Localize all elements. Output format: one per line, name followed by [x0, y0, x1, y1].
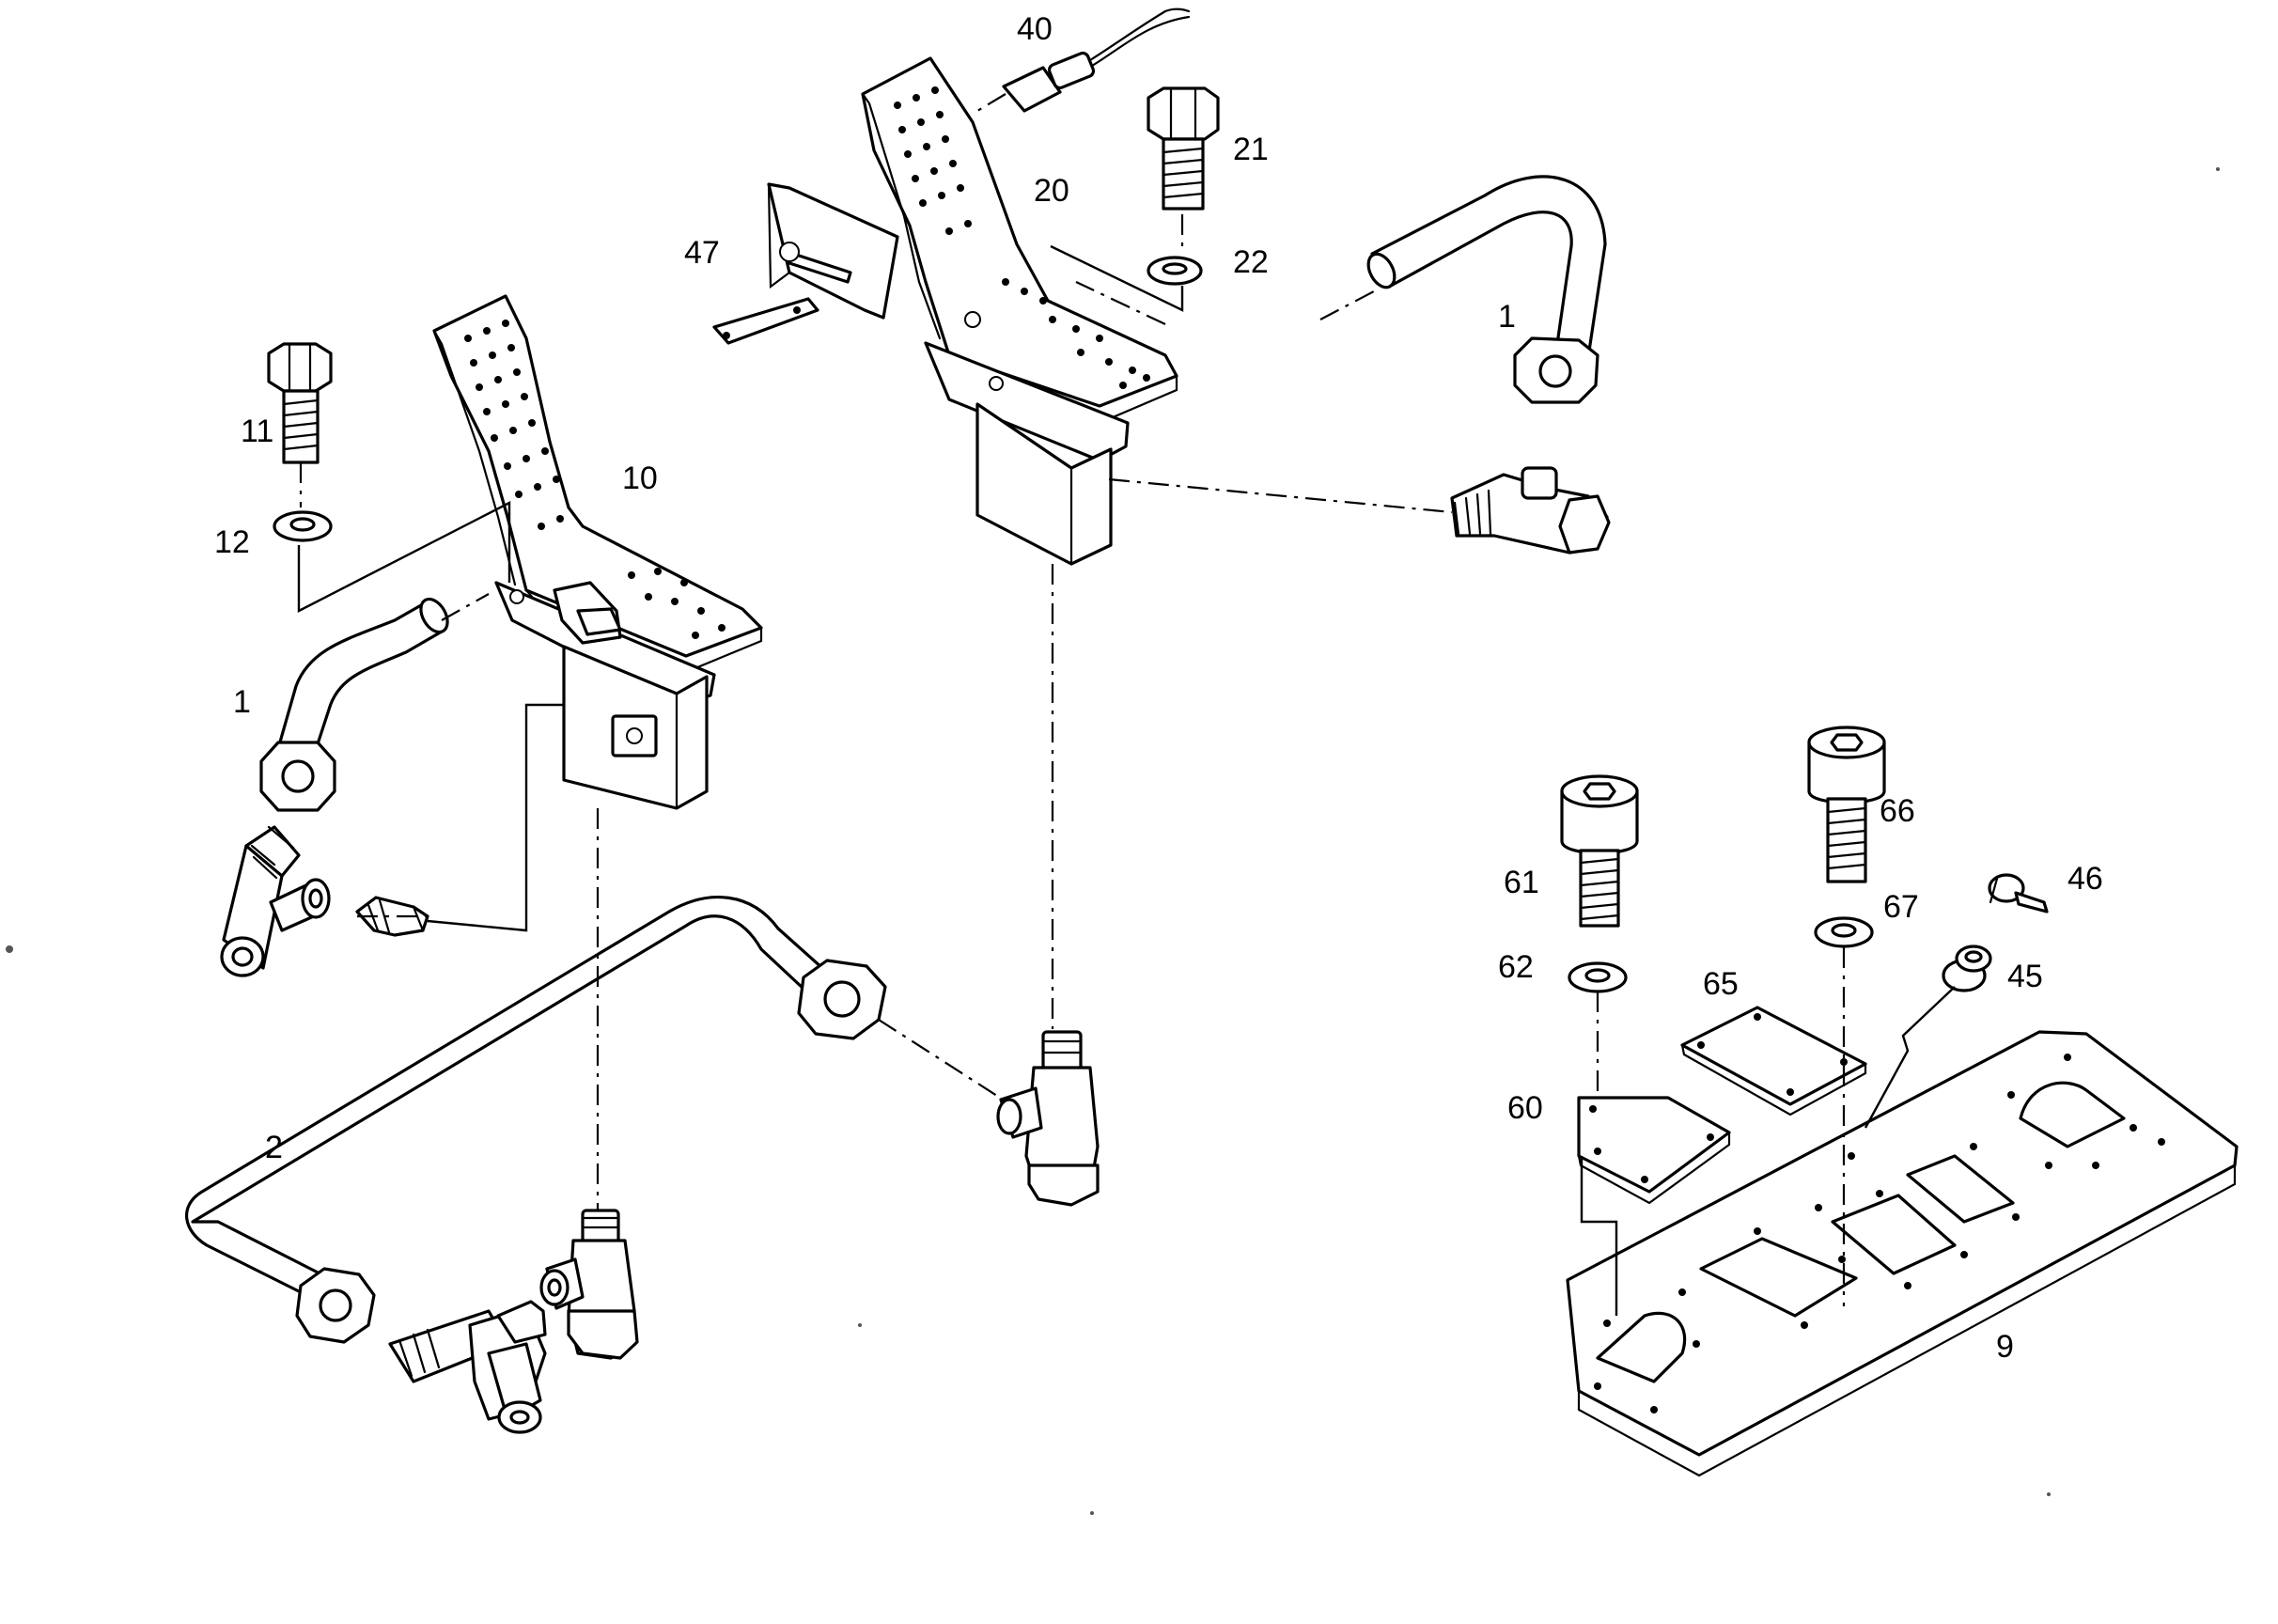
callout-10: 10 — [622, 461, 658, 496]
callout-46: 46 — [2067, 861, 2103, 897]
tee-fitting-lower-mid — [539, 1209, 639, 1360]
callout-12: 12 — [214, 524, 250, 560]
tee-fitting-left — [220, 825, 331, 977]
callout-66: 66 — [1880, 793, 1915, 829]
callout-9: 9 — [1996, 1329, 2014, 1365]
scan-specks — [6, 167, 2220, 1515]
callout-22: 22 — [1233, 244, 1269, 280]
washer-67 — [1814, 916, 1874, 948]
hose-1-upper — [1366, 175, 1607, 404]
pedal-20 — [861, 56, 1178, 566]
callout-21: 21 — [1233, 132, 1269, 167]
base-plate-9 — [1566, 1030, 2239, 1477]
clip-46 — [1988, 873, 2049, 914]
leader-lines — [297, 93, 1956, 1316]
callout-20: 20 — [1034, 173, 1069, 209]
plate-60 — [1577, 1096, 1731, 1205]
washer-12 — [273, 510, 333, 542]
socket-screw-61 — [1560, 774, 1639, 928]
callout-45: 45 — [2007, 959, 2043, 994]
bracket-47 — [712, 182, 899, 345]
bolt-11 — [267, 342, 333, 464]
callout-1-left: 1 — [233, 684, 251, 720]
callout-61: 61 — [1504, 865, 1539, 900]
washer-22 — [1147, 256, 1203, 286]
socket-screw-66 — [1807, 726, 1886, 883]
hose-1-left — [259, 597, 449, 812]
adapter-left — [355, 896, 429, 937]
pedal-10 — [432, 294, 763, 810]
bolt-21 — [1147, 86, 1220, 211]
tee-fitting-upper — [1450, 466, 1611, 554]
callout-62: 62 — [1498, 949, 1534, 985]
washer-62 — [1568, 961, 1628, 993]
elbow-fitting-lower — [388, 1300, 547, 1434]
callout-60: 60 — [1507, 1090, 1543, 1126]
callout-40: 40 — [1017, 11, 1053, 47]
tee-fitting-mid-right — [996, 1030, 1100, 1207]
pipe-2 — [185, 895, 887, 1344]
callout-67: 67 — [1883, 889, 1919, 925]
callouts: 40 21 20 47 22 1 11 10 12 1 66 61 67 46 … — [214, 11, 2103, 1365]
plate-65 — [1680, 1006, 1867, 1116]
callout-65: 65 — [1703, 966, 1739, 1002]
callout-1-upper: 1 — [1498, 299, 1516, 335]
callout-47: 47 — [684, 235, 720, 271]
sensor-40 — [1002, 8, 1191, 113]
callout-11: 11 — [241, 414, 273, 449]
grommet-45 — [1942, 945, 1992, 992]
callout-2: 2 — [265, 1130, 283, 1165]
